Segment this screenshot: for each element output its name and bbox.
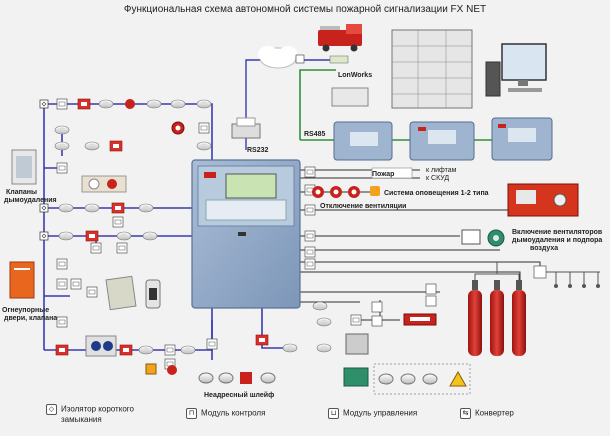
legend-isolator: ◇ Изолятор короткого замыкания — [46, 404, 134, 424]
smoke-valves-label-1: Клапаны — [6, 189, 37, 196]
extinguish-panels — [425, 283, 437, 307]
beam-detector-icon — [85, 335, 117, 357]
lonworks-label: LonWorks — [338, 72, 372, 79]
addressable-loops — [43, 100, 213, 351]
network-lines — [299, 69, 492, 141]
siren-icon — [167, 365, 177, 375]
legend-isolator-text-2: замыкания — [61, 415, 102, 424]
lonworks-converter-icon: LonWorks — [331, 72, 372, 107]
smoke-fans-label-2: дымоудаления и подпора — [512, 237, 602, 244]
repeater-panel-1 — [333, 121, 393, 161]
rs485-label: RS485 — [304, 131, 326, 138]
repeater-panel-3 — [491, 117, 553, 161]
to-skud-label: к СКУД — [426, 175, 449, 182]
fan-icon — [487, 229, 505, 247]
to-lifts-label: к лифтам — [426, 167, 457, 174]
cloud-icon — [258, 46, 297, 69]
legend-output-module-text: Модуль управления — [343, 408, 418, 418]
legend-control-module: ⊓ Модуль контроля — [186, 408, 265, 419]
addressless-loop-label: Неадресный шлейф — [204, 391, 274, 399]
pc-icon — [485, 43, 547, 97]
fire-output-box — [371, 167, 413, 179]
fire-doors-label-2: двери, клапана — [4, 315, 57, 322]
smoke-valve-icon — [11, 149, 37, 185]
converter-legend-icon: ⇆ — [460, 408, 471, 419]
fire-door-icon — [9, 261, 35, 299]
legend-converter: ⇆ Конвертер — [460, 408, 514, 419]
sounder-icon — [171, 121, 185, 135]
fx-net-control-panel — [191, 159, 301, 309]
exit-sign-icon — [403, 313, 437, 326]
alert-system-label: Система оповещения 1-2 типа — [384, 190, 489, 197]
printer-icon — [231, 117, 261, 139]
gsm-module-icon — [295, 54, 349, 64]
fire-label: Пожар — [372, 171, 394, 178]
vent-off-label: Отключение вентиляции — [320, 203, 406, 210]
extinguishing-devices — [373, 363, 471, 395]
fire-doors-label-1: Огнеупорные — [2, 307, 49, 314]
pipe-valves — [533, 265, 600, 288]
access-reader-icon — [105, 275, 137, 311]
diagram-title: Функциональная схема автономной системы … — [123, 4, 487, 15]
legend-control-module-text: Модуль контроля — [201, 408, 266, 418]
fan-control-box — [461, 229, 481, 245]
door-holder-icon — [145, 279, 161, 309]
detector-group-icon — [81, 175, 127, 193]
beacon-icon — [145, 363, 157, 375]
output-boxes — [371, 301, 383, 327]
server-rack-icon — [391, 29, 473, 109]
legend-isolator-text-1: Изолятор короткого — [61, 404, 134, 414]
isolator-legend-icon: ◇ — [46, 404, 57, 415]
bottom-loop — [211, 300, 284, 360]
bell-icon — [125, 99, 135, 109]
legend-output-module: ⊔ Модуль управления — [328, 408, 417, 419]
gas-cylinders-icon — [468, 262, 526, 356]
smoke-valves-label-2: дымоудаления — [4, 197, 57, 204]
legend-converter-text: Конвертер — [475, 408, 514, 418]
smoke-fans-label-1: Включение вентиляторов — [512, 229, 603, 236]
repeater-panel-2 — [409, 121, 475, 161]
ventilation-unit-icon — [507, 183, 579, 217]
addressless-loop-devices — [198, 372, 276, 384]
legend: ◇ Изолятор короткого замыкания ⊓ Модуль ко… — [0, 402, 610, 436]
control-module-legend-icon: ⊓ — [186, 408, 197, 419]
rs232-label: RS232 — [247, 147, 269, 154]
sounders-row — [312, 186, 380, 198]
output-module-legend-icon: ⊔ — [328, 408, 339, 419]
fire-truck-icon — [318, 24, 362, 52]
smoke-fans-label-3: воздуха — [530, 245, 558, 252]
extinguishing-module-icon — [343, 333, 369, 387]
